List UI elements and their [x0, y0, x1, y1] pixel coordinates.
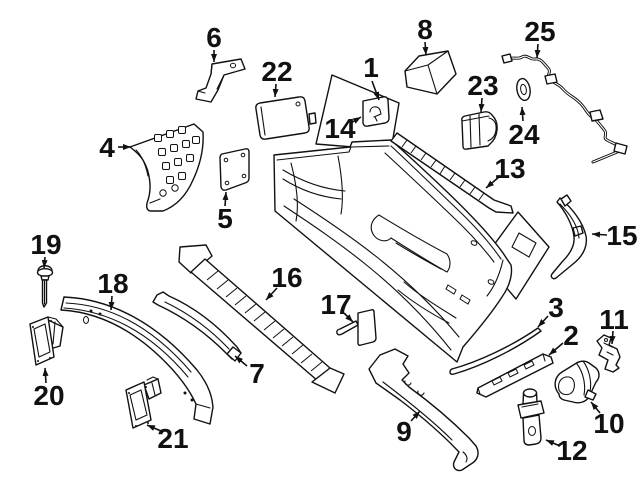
callout-arrow-18 — [108, 295, 115, 311]
part-19-bolt — [36, 265, 54, 308]
callout-arrow-1 — [371, 80, 380, 101]
callout-arrow-23 — [478, 97, 485, 113]
part-6-bracket — [195, 58, 246, 103]
callout-arrow-17 — [343, 312, 354, 323]
callout-arrow-16 — [265, 287, 278, 301]
part-22-plate — [255, 96, 317, 140]
callout-arrow-14 — [350, 116, 362, 124]
callout-label-11: 11 — [599, 304, 629, 335]
callout-label-19: 19 — [30, 229, 61, 260]
callout-label-8: 8 — [417, 14, 433, 45]
callout-arrow-7 — [234, 355, 248, 367]
part-10-park-sensor — [554, 360, 600, 404]
part-11-sensor-bracket — [596, 334, 621, 373]
callout-arrow-19 — [41, 256, 48, 269]
callout-arrow-22 — [272, 83, 279, 98]
part-13-reinforcement-strip — [390, 132, 514, 214]
part-18-impact-bar — [60, 296, 214, 425]
part-24-grommet — [516, 77, 531, 102]
callout-label-5: 5 — [217, 203, 233, 234]
callout-label-25: 25 — [524, 16, 555, 47]
callout-arrow-2 — [548, 342, 564, 356]
callout-label-21: 21 — [157, 423, 188, 454]
callout-arrow-12 — [545, 439, 561, 447]
callout-arrow-11 — [609, 330, 616, 345]
part-12-pin-bracket — [517, 388, 545, 446]
callout-arrow-8 — [422, 41, 429, 56]
part-8-pad — [404, 50, 457, 95]
callout-label-2: 2 — [563, 320, 579, 351]
callout-arrow-25 — [534, 43, 541, 59]
part-21-mount-bracket — [125, 376, 162, 429]
callout-label-12: 12 — [556, 435, 587, 466]
callout-label-15: 15 — [606, 220, 637, 251]
callout-label-24: 24 — [508, 119, 540, 150]
part-25-harness — [501, 53, 628, 164]
callout-label-9: 9 — [396, 416, 412, 447]
callout-arrow-15 — [591, 231, 608, 238]
part-23-holder — [461, 111, 498, 150]
callout-label-18: 18 — [97, 268, 128, 299]
callout-label-16: 16 — [271, 262, 302, 293]
callout-label-6: 6 — [206, 22, 222, 53]
callout-arrow-24 — [519, 106, 526, 122]
callout-label-7: 7 — [249, 358, 265, 389]
callout-arrow-5 — [222, 191, 229, 207]
callout-arrow-20 — [42, 367, 49, 384]
callout-label-14: 14 — [324, 113, 356, 144]
callout-label-4: 4 — [99, 132, 115, 163]
callout-label-17: 17 — [320, 289, 351, 320]
callout-label-20: 20 — [33, 380, 64, 411]
callout-arrow-10 — [590, 401, 601, 414]
part-15-side-trim — [550, 194, 588, 280]
callout-label-10: 10 — [593, 408, 624, 439]
bumper-cover — [273, 139, 513, 363]
part-2-lower-rail — [476, 353, 554, 398]
part-14-clip-detail — [362, 96, 390, 127]
callout-label-3: 3 — [548, 292, 564, 323]
callout-label-1: 1 — [363, 52, 379, 83]
callout-arrow-9 — [410, 410, 421, 422]
part-17-push-pin — [336, 309, 377, 346]
callout-label-22: 22 — [261, 56, 292, 87]
part-5-shim-plate — [219, 148, 250, 191]
part-16-absorber-rail — [178, 244, 345, 394]
callout-arrow-3 — [537, 315, 549, 328]
part-20-mount-bracket — [29, 316, 64, 366]
part-1-closing-panel — [315, 74, 400, 151]
callout-label-13: 13 — [494, 153, 525, 184]
part-3-trim-strip — [449, 327, 542, 375]
part-4-corner-bracket — [129, 123, 204, 212]
callout-label-23: 23 — [467, 70, 498, 101]
callout-arrow-21 — [146, 424, 162, 432]
callout-arrow-13 — [485, 176, 500, 189]
